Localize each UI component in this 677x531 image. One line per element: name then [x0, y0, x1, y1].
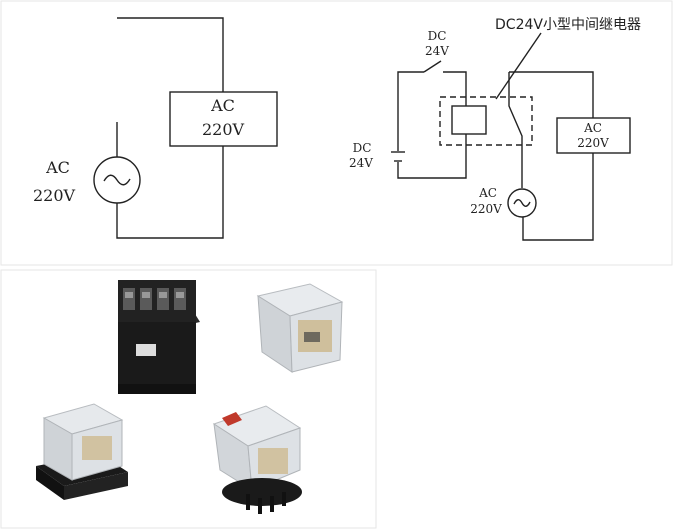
ac-top-wire — [509, 71, 594, 118]
title-pointer-line — [495, 32, 542, 100]
bottom-wire — [116, 146, 224, 239]
right-circuit: DC24V小型中间继电器 DC 24V DC 24V AC 220V AC 22… — [349, 17, 641, 241]
battery-label-line1: DC — [353, 141, 372, 155]
load-box — [169, 91, 278, 147]
switch-label-line2: 24V — [425, 44, 449, 58]
battery-label-line2: 24V — [349, 156, 373, 170]
source-label-line1: AC — [45, 158, 70, 177]
ac-source-label-line1: AC — [478, 186, 497, 200]
dc-left-wire — [397, 71, 424, 151]
sine-wave-icon-right — [513, 199, 531, 207]
ac-load-label-line2: 220V — [577, 136, 609, 150]
ac-source-label-line2: 220V — [470, 202, 502, 216]
relay-photo-clear-square — [256, 283, 344, 373]
relay-photo-black-terminal — [118, 280, 200, 394]
load-label-line1: AC — [210, 96, 235, 115]
source-label-line2: 220V — [33, 186, 76, 205]
left-circuit: AC 220V AC 220V — [33, 17, 278, 239]
ac-bottom-wire — [522, 153, 594, 241]
dc-wire-to-coil — [443, 71, 467, 106]
relay-photo-black-socket — [36, 403, 128, 500]
switch-label-line1: DC — [428, 29, 447, 43]
dc-switch-blade — [423, 60, 442, 73]
relay-title: DC24V小型中间继电器 — [495, 17, 641, 33]
load-label-line2: 220V — [202, 120, 245, 139]
relay-contact — [508, 72, 523, 150]
ac-load-box — [556, 117, 631, 154]
dc-return-wire — [397, 134, 467, 179]
top-wire — [117, 17, 224, 92]
sine-wave-icon — [103, 174, 131, 186]
relay-enclosure — [439, 96, 533, 146]
relay-coil — [451, 105, 487, 135]
relay-photo-pin-base — [212, 405, 302, 514]
ac-load-label-line1: AC — [583, 121, 602, 135]
